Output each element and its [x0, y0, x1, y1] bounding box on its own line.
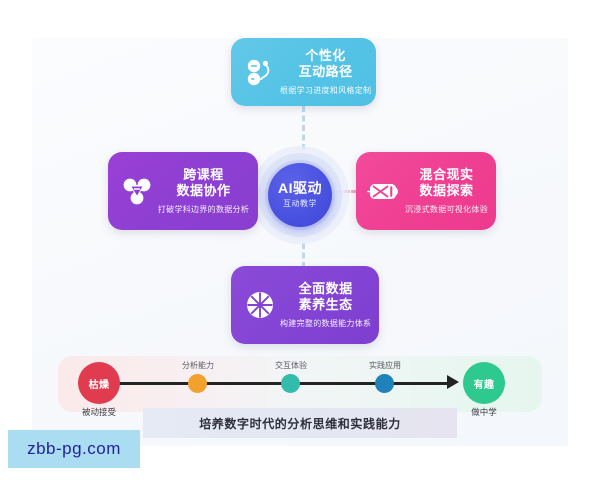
card-personalized-path-text: 个性化 互动路径 根据学习进度和风格定制 [278, 48, 376, 97]
timeline-step-3-node[interactable] [375, 374, 394, 393]
pie-wheel-icon [242, 287, 278, 323]
timeline-step-1-node[interactable] [188, 374, 207, 393]
card-personalized-path[interactable]: 个性化 互动路径 根据学习进度和风格定制 [231, 38, 376, 106]
card-mixed-reality-text: 混合现实 数据探索 沉浸式数据可视化体验 [403, 167, 496, 216]
card-subtitle: 构建完整的数据能力体系 [280, 319, 372, 329]
timeline-step-3-label: 实践应用 [369, 361, 401, 370]
timeline-step-2-node[interactable] [281, 374, 300, 393]
vr-headset-icon [367, 173, 403, 209]
network-nodes-icon [119, 173, 155, 209]
card-mixed-reality[interactable]: 混合现实 数据探索 沉浸式数据可视化体验 [356, 152, 496, 230]
card-subtitle: 沉浸式数据可视化体验 [405, 205, 488, 215]
card-title-line1: 全面数据 [298, 280, 353, 296]
card-title-line2: 素养生态 [298, 297, 353, 312]
card-data-literacy[interactable]: 全面数据 素养生态 构建完整的数据能力体系 [231, 266, 379, 344]
card-cross-curricular-text: 跨课程 数据协作 打破学科边界的数据分析 [155, 167, 258, 216]
timeline-start-caption: 被动接受 [81, 407, 116, 417]
center-node[interactable]: AI驱动 互动教学 [268, 163, 332, 227]
card-cross-curricular[interactable]: 跨课程 数据协作 打破学科边界的数据分析 [108, 152, 258, 230]
card-title-line2: 数据协作 [176, 183, 231, 198]
route-nodes-icon [242, 54, 278, 90]
timeline-end-node[interactable]: 有趣 [463, 362, 505, 404]
timeline-end-caption: 做中学 [471, 407, 497, 417]
card-title-line1: 个性化 [305, 47, 346, 63]
watermark: zbb-pg.com [8, 430, 140, 468]
card-title-line2: 互动路径 [298, 64, 353, 79]
timeline-step-2-label: 交互体验 [275, 361, 307, 370]
connector-top-to-center [302, 106, 305, 150]
card-title-line1: 跨课程 [183, 166, 224, 182]
center-subtitle: 互动教学 [283, 199, 317, 209]
watermark-text: zbb-pg.com [27, 439, 121, 458]
timeline-start-label: 枯燥 [88, 379, 110, 391]
summary-banner-text: 培养数字时代的分析思维和实践能力 [199, 416, 401, 431]
card-subtitle: 打破学科边界的数据分析 [157, 205, 250, 215]
connector-center-to-bottom [302, 243, 305, 268]
summary-banner: 培养数字时代的分析思维和实践能力 [143, 408, 457, 438]
timeline-start-node[interactable]: 枯燥 [78, 362, 120, 404]
card-title-line2: 数据探索 [419, 183, 474, 198]
timeline-arrowhead [447, 375, 459, 389]
timeline-end-label: 有趣 [473, 379, 495, 391]
card-subtitle: 根据学习进度和风格定制 [280, 86, 372, 96]
card-title-line1: 混合现实 [419, 166, 474, 182]
timeline-step-1-label: 分析能力 [182, 361, 214, 370]
card-data-literacy-text: 全面数据 素养生态 构建完整的数据能力体系 [278, 281, 379, 330]
center-title: AI驱动 [278, 179, 322, 196]
